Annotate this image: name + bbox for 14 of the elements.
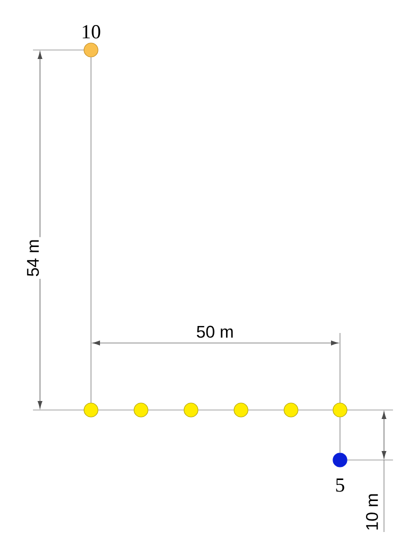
- dimension-label: 50 m: [196, 326, 233, 338]
- circle-marker: [332, 402, 348, 418]
- circle-marker: [332, 452, 348, 468]
- circle-marker: [84, 42, 98, 58]
- circle-marker: [184, 402, 198, 418]
- circle-marker: [134, 402, 148, 418]
- point-number: 10: [82, 25, 100, 38]
- point-number: 5: [336, 478, 344, 492]
- dimension-label: 54 m: [25, 237, 41, 279]
- circle-marker: [284, 402, 298, 418]
- circle-marker: [84, 402, 98, 418]
- connecting-line: [90, 57, 92, 403]
- dimension-label: 10 m: [364, 491, 380, 533]
- circle-marker: [234, 402, 248, 418]
